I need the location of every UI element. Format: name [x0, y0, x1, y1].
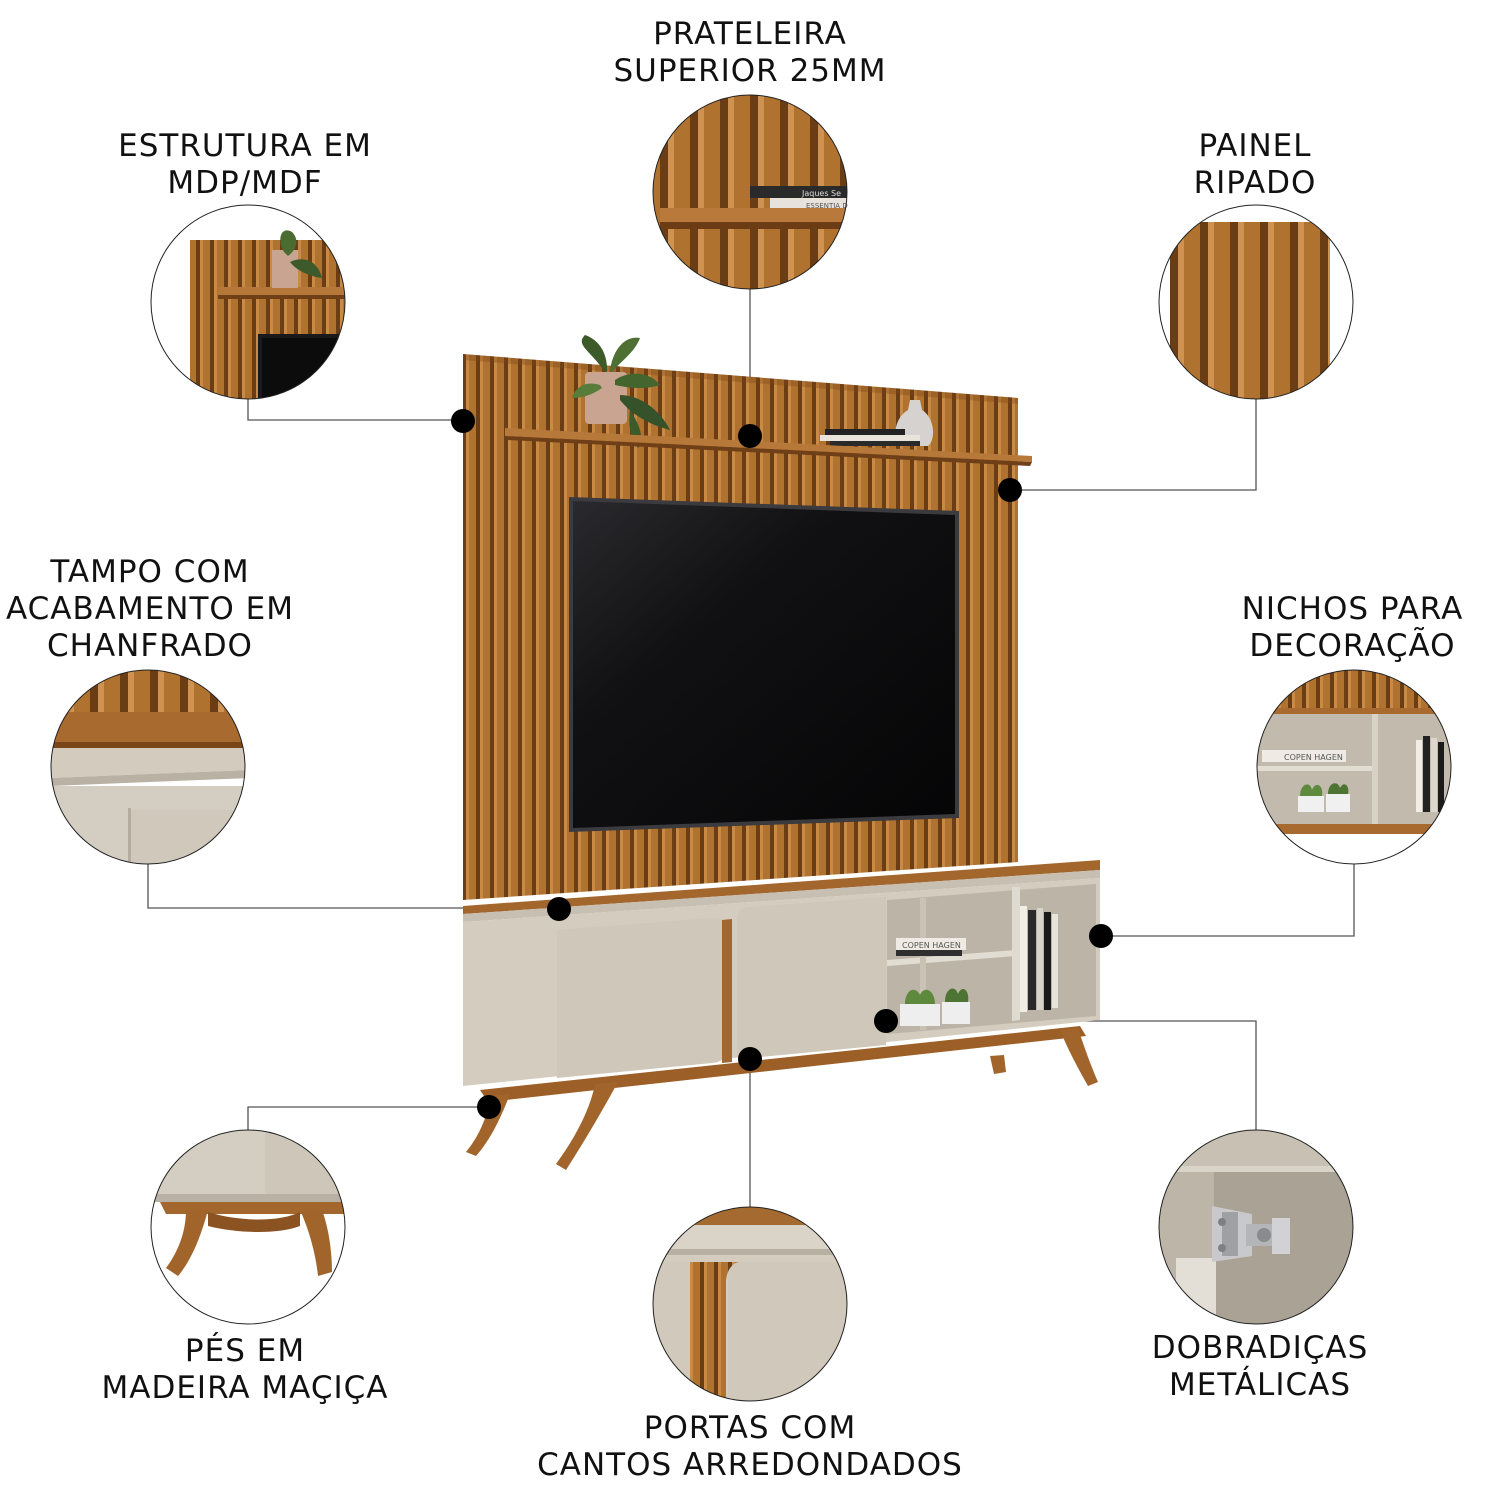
- dot-painel: [998, 478, 1022, 502]
- leader-tampo: [147, 864, 559, 909]
- callout-nichos: NICHOS PARA DECORAÇÃO: [1205, 591, 1500, 665]
- callout-prateleira-line1: PRATELEIRA: [653, 16, 847, 52]
- callout-prateleira: PRATELEIRA SUPERIOR 25MM: [600, 16, 900, 90]
- callout-estrutura: ESTRUTURA EM MDP/MDF: [95, 128, 395, 202]
- detail-circle-estrutura: [150, 204, 346, 400]
- niche-plants: [900, 988, 970, 1026]
- dot-nichos: [1089, 924, 1113, 948]
- dot-prateleira: [738, 424, 762, 448]
- callout-tampo-line1: TAMPO COM: [50, 554, 250, 590]
- callout-dobradicas: DOBRADIÇAS METÁLICAS: [1110, 1330, 1410, 1404]
- plant-pot: [572, 335, 670, 448]
- callout-dobradicas-line1: DOBRADIÇAS: [1151, 1330, 1369, 1366]
- hotspot-dots: [451, 409, 1113, 1119]
- dot-dobradicas: [874, 1009, 898, 1033]
- dot-tampo: [547, 897, 571, 921]
- left-door: [557, 917, 726, 1078]
- detail-circle-dobradicas: [1158, 1129, 1354, 1325]
- detail-book-label-2: ESSENTIA D: [806, 202, 848, 210]
- dot-estrutura: [451, 409, 475, 433]
- callout-pes-line1: PÉS EM: [184, 1333, 306, 1369]
- right-door: [737, 897, 886, 1059]
- tv-stand-furniture: COPEN HAGEN: [463, 335, 1100, 1170]
- detail-niche-book-label: COPEN HAGEN: [1284, 753, 1343, 762]
- callout-estrutura-line1: ESTRUTURA EM: [118, 128, 372, 164]
- detail-circle-portas: [652, 1206, 848, 1402]
- leader-painel: [1010, 399, 1257, 491]
- callout-tampo: TAMPO COM ACABAMENTO EM CHANFRADO: [0, 554, 300, 665]
- detail-book-label-1: Jaques Se: [801, 189, 841, 198]
- callout-nichos-line2: DECORAÇÃO: [1249, 628, 1456, 664]
- tabletop: [463, 860, 1100, 914]
- callout-tampo-line3: CHANFRADO: [47, 628, 253, 664]
- callout-prateleira-line2: SUPERIOR 25MM: [613, 53, 887, 89]
- callout-portas: PORTAS COM CANTOS ARREDONDADOS: [535, 1410, 965, 1484]
- niche-books: [896, 906, 1058, 1012]
- callout-painel-line1: PAINEL: [1198, 128, 1312, 164]
- callout-painel-line2: RIPADO: [1193, 165, 1317, 201]
- leader-pes: [247, 1106, 489, 1130]
- dot-portas: [738, 1047, 762, 1071]
- callout-portas-line1: PORTAS COM: [643, 1410, 857, 1446]
- top-shelf: [505, 428, 1032, 462]
- niche-book-label: COPEN HAGEN: [902, 941, 961, 950]
- base-plinth: [480, 1026, 1086, 1102]
- shelf-books: [820, 429, 920, 446]
- detail-circle-tampo: [50, 669, 246, 865]
- callout-painel: PAINEL RIPADO: [1105, 128, 1405, 202]
- cabinet-niches: [887, 884, 1096, 1034]
- callout-estrutura-line2: MDP/MDF: [167, 165, 323, 201]
- detail-circle-painel: [1158, 204, 1354, 400]
- leader-estrutura: [247, 399, 462, 421]
- detail-circle-prateleira: Jaques Se ESSENTIA D: [652, 94, 848, 290]
- callout-pes: PÉS EM MADEIRA MAÇIÇA: [95, 1333, 395, 1407]
- callout-nichos-line1: NICHOS PARA: [1241, 591, 1464, 627]
- detail-circle-pes: [150, 1129, 346, 1325]
- leader-nichos: [1101, 864, 1355, 937]
- callout-tampo-line2: ACABAMENTO EM: [5, 591, 295, 627]
- callout-dobradicas-line2: METÁLICAS: [1168, 1367, 1351, 1403]
- dot-pes: [477, 1095, 501, 1119]
- callout-portas-line2: CANTOS ARREDONDADOS: [537, 1447, 963, 1483]
- detail-circle-nichos: COPEN HAGEN: [1256, 669, 1452, 865]
- callout-pes-line2: MADEIRA MAÇIÇA: [101, 1370, 389, 1406]
